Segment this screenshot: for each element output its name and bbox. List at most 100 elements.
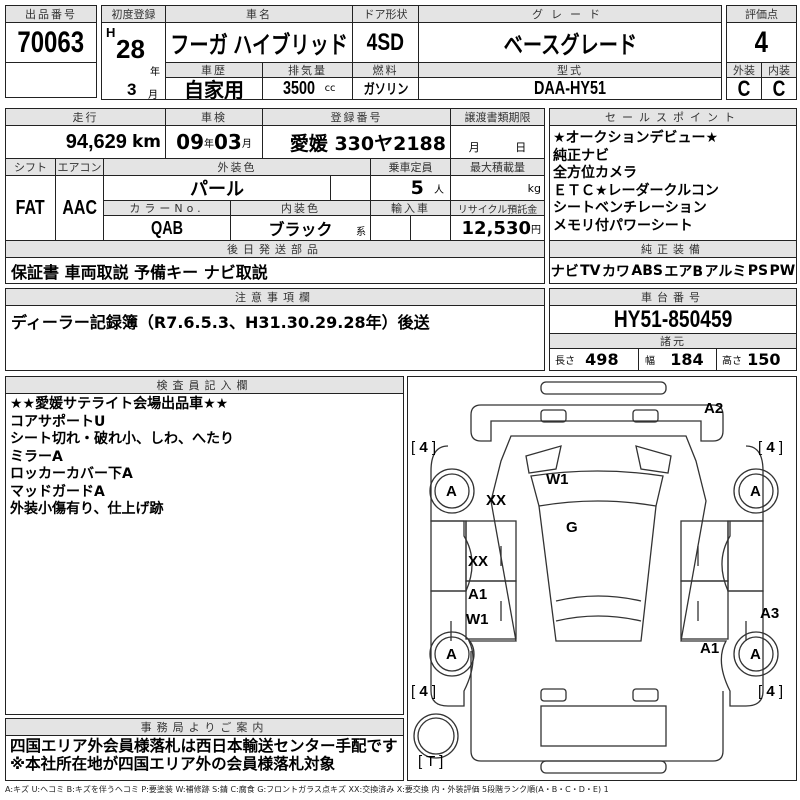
int-color-label: 内装色	[230, 200, 371, 216]
history-label: 車歴	[165, 62, 263, 78]
sales-point: シートベンチレーション	[553, 200, 707, 216]
notes-label: 注意事項欄	[5, 288, 545, 306]
import-b	[410, 215, 451, 241]
car-name-label: 車名	[165, 5, 353, 23]
spare-tire-label: [ T ]	[418, 753, 444, 770]
sales-point: 純正ナビ	[553, 147, 609, 164]
fuel: ガソリン	[352, 77, 419, 100]
transfer-deadline: 月日	[450, 125, 545, 159]
equipment-item: アルミ	[704, 263, 747, 280]
history: 自家用	[165, 77, 263, 100]
inspector-line: 外装小傷有り、仕上げ跡	[10, 501, 164, 517]
wheel-rr: A	[750, 646, 761, 663]
lot-label: 出品番号	[5, 5, 97, 23]
mileage-label: 走行	[5, 108, 166, 126]
length: 長さ 498	[549, 348, 639, 371]
car-outline	[413, 381, 779, 774]
width: 幅 184	[638, 348, 717, 371]
damage-diagram: [ 4 ] [ 4 ] [ 4 ] [ 4 ] [ T ] A2 W1 XX G…	[407, 376, 797, 781]
int-color: ブラック系	[230, 215, 371, 241]
int-grade: C	[761, 77, 797, 100]
equipment-item: エアB	[664, 263, 704, 280]
color-no: QAB	[103, 215, 231, 241]
chassis-number: HY51-850459	[549, 305, 797, 334]
mark-w1-left: W1	[466, 611, 489, 628]
first-reg-label: 初度登録	[101, 5, 166, 23]
office-label: 事務局よりご案内	[5, 718, 404, 736]
grade-label: グレード	[418, 5, 722, 23]
max-load-label: 最大積載量	[450, 158, 545, 176]
equipment-label: 純正装備	[549, 240, 797, 258]
mark-w1: W1	[546, 471, 569, 488]
score-label: 評価点	[726, 5, 797, 23]
inspector-notes: ★★愛媛サテライト会場出品車★★ コアサポートU シート切れ・破れ小、しわ、へた…	[5, 393, 404, 715]
tire-rr: [ 4 ]	[758, 683, 784, 700]
first-reg-month: 3	[127, 80, 137, 99]
equipment-item: カワ	[601, 263, 630, 280]
mark-a2: A2	[704, 400, 724, 417]
equipment-item: TV	[580, 262, 601, 279]
transfer-label: 譲渡書類期限	[450, 108, 545, 126]
plate-number: 愛媛 330ヤ2188	[262, 125, 451, 159]
legend: A:キズ U:ヘコミ B:キズを伴うヘコミ P:要塗装 W:補修跡 S:錆 C:…	[5, 785, 609, 794]
office-notice: 四国エリア外会員様落札は西日本輸送センター手配です ※本社所在地が四国エリア外の…	[5, 735, 404, 781]
inspector-line: ロッカーカバー下A	[10, 466, 133, 482]
mark-xx-side: XX	[468, 553, 489, 570]
capacity-label: 乗車定員	[370, 158, 451, 176]
later-parts-label: 後日発送部品	[5, 240, 545, 258]
shift: FAT	[5, 175, 56, 241]
displacement: 3500 cc	[262, 77, 353, 100]
specs-label: 諸元	[549, 333, 797, 349]
ext-color-blank	[330, 175, 371, 201]
int-label: 内装	[761, 62, 797, 78]
inspector-line: マッドガードA	[10, 483, 105, 500]
max-load: kg	[450, 175, 545, 201]
sales-point: ＥＴＣ★レーダークルコン	[553, 182, 719, 199]
capacity: 5 人	[370, 175, 451, 201]
inspector-line: ミラーA	[10, 448, 63, 465]
fuel-label: 燃料	[352, 62, 419, 78]
ext-label: 外装	[726, 62, 762, 78]
mileage: 94,629 km	[5, 125, 166, 159]
wheel-fl: A	[446, 483, 457, 500]
ac-label: エアコン	[55, 158, 104, 176]
recycle-label: リサイクル預託金	[450, 200, 545, 216]
displacement-label: 排気量	[262, 62, 353, 78]
later-parts: 保証書 車両取説 予備キー ナビ取説	[5, 257, 545, 284]
grade: ベースグレード	[418, 22, 722, 63]
inspector-label: 検査員記入欄	[5, 376, 404, 394]
office-line: ※本社所在地が四国エリア外の会員様落札対象	[10, 754, 336, 773]
inspector-line: シート切れ・破れ小、しわ、へたり	[10, 431, 234, 447]
mark-a3: A3	[760, 605, 780, 622]
equipment-list: ナビ TV カワ ABS エアB アルミ PS PW	[549, 257, 797, 284]
month-unit: 月	[148, 90, 158, 101]
sales-point: メモリ付パワーシート	[553, 217, 693, 234]
inspection-label: 車検	[165, 108, 263, 126]
sales-point: 全方位カメラ	[553, 165, 637, 181]
mark-g: G	[566, 519, 578, 536]
lot-blank	[5, 62, 97, 98]
ac: AAC	[55, 175, 104, 241]
sales-points-list: ★オークションデビュー★ 純正ナビ 全方位カメラ ＥＴＣ★レーダークルコン シー…	[549, 125, 797, 241]
lot-number: 70063	[5, 22, 97, 63]
ext-color: パール	[103, 175, 331, 201]
score: 4	[726, 22, 797, 63]
sales-point: ★オークションデビュー★	[553, 130, 719, 146]
car-name: フーガ ハイブリッド	[165, 22, 353, 63]
inspector-line: コアサポートU	[10, 413, 106, 430]
wheel-fr: A	[750, 483, 761, 500]
equipment-item: PS	[747, 262, 769, 279]
model-label: 型式	[418, 62, 722, 78]
office-line: 四国エリア外会員様落札は西日本輸送センター手配です	[10, 737, 398, 755]
first-reg-year: 28	[116, 34, 145, 64]
height: 高さ 150	[716, 348, 797, 371]
plate-label: 登録番号	[262, 108, 451, 126]
tire-fl: [ 4 ]	[411, 439, 437, 456]
year-unit: 年	[150, 67, 160, 78]
equipment-item: ナビ	[550, 263, 579, 280]
shift-label: シフト	[5, 158, 56, 176]
ext-grade: C	[726, 77, 762, 100]
equipment-item: ABS	[631, 262, 663, 279]
tire-rl: [ 4 ]	[411, 683, 437, 700]
